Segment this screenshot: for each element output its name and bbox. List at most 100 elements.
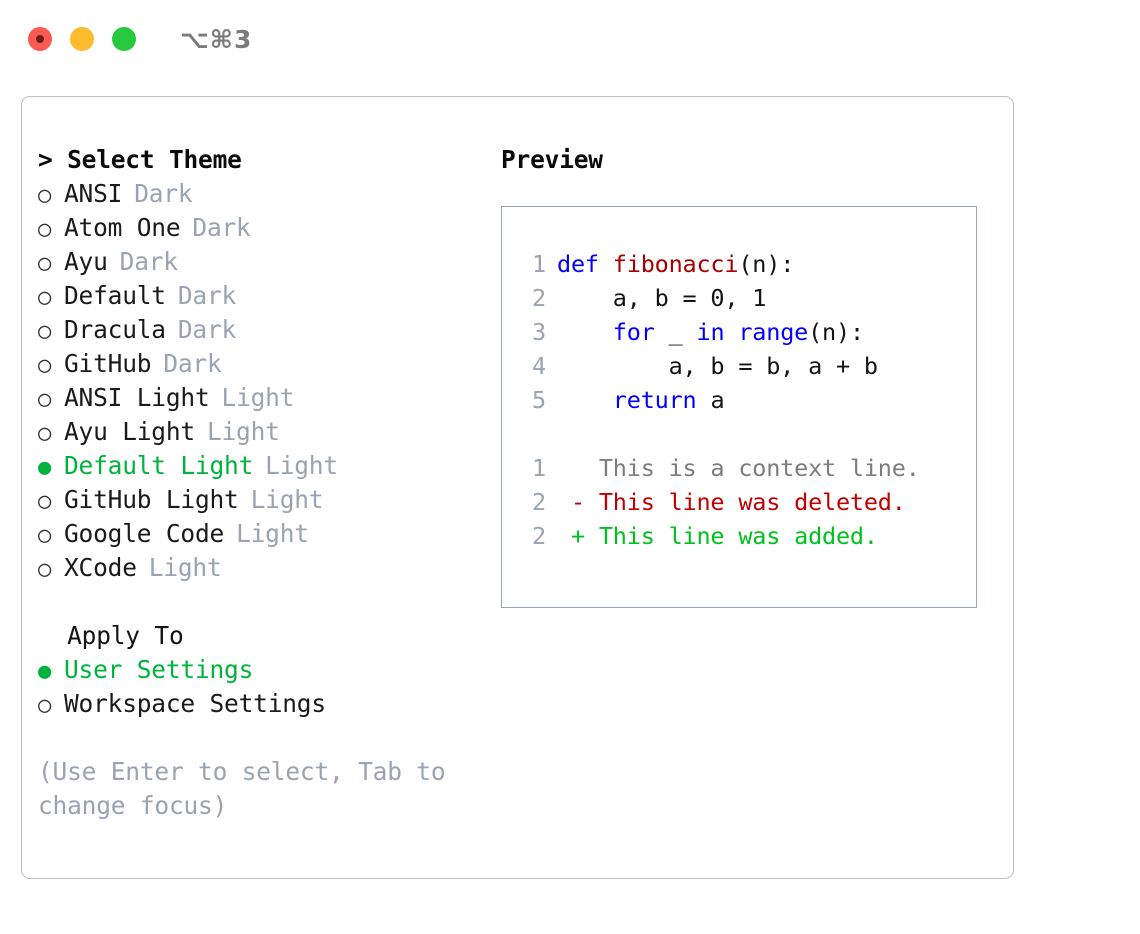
theme-variant-badge: Dark	[163, 349, 222, 378]
minimize-button[interactable]	[70, 27, 94, 51]
preview-title: Preview	[501, 145, 603, 174]
row-label: GitHub Light	[64, 485, 239, 514]
keyboard-hint-text: (Use Enter to select, Tab to change focu…	[38, 757, 446, 820]
row-label: Dracula	[64, 315, 166, 344]
list-spacer	[38, 585, 488, 619]
line-number: 3	[532, 318, 546, 346]
code-token: (n):	[738, 250, 795, 278]
code-token: a, b = b, a + b	[557, 352, 878, 380]
radio-unselected-icon: ○	[38, 217, 52, 242]
theme-variant-badge: Light	[148, 553, 222, 582]
radio-unselected-icon: ○	[38, 353, 52, 378]
radio-selected-icon: ●	[38, 659, 52, 684]
window-controls	[28, 27, 136, 51]
radio-unselected-icon: ○	[38, 557, 52, 582]
row-label: Atom One	[64, 213, 181, 242]
theme-list-item[interactable]: ○ Default Dark	[38, 279, 488, 313]
code-token: _	[654, 318, 697, 346]
diff-sample: 1 This is a context line. 2 - This line w…	[516, 451, 976, 553]
code-token: in range	[696, 318, 809, 346]
radio-selected-icon: ●	[38, 455, 52, 480]
row-label: Google Code	[64, 519, 225, 548]
theme-list-item[interactable]: ○ Atom One Dark	[38, 211, 488, 245]
line-number: 2	[532, 522, 546, 550]
line-number: 2	[532, 284, 546, 312]
line-number: 2	[532, 488, 546, 516]
row-label: GitHub	[64, 349, 152, 378]
radio-unselected-icon: ○	[38, 523, 52, 548]
code-line: 3 for _ in range(n):	[516, 315, 976, 349]
code-token: (n):	[808, 318, 864, 346]
radio-unselected-icon: ○	[38, 693, 52, 718]
code-token: a, b = 0, 1	[557, 284, 767, 312]
theme-variant-badge: Light	[206, 417, 280, 446]
window-titlebar: ⌥⌘3	[0, 0, 1140, 78]
code-token: This is a context line.	[557, 454, 920, 482]
code-line: 2 + This line was added.	[516, 519, 976, 553]
code-token: return	[612, 386, 697, 414]
theme-variant-badge: Light	[250, 485, 324, 514]
row-label: XCode	[64, 553, 137, 582]
code-line: 2 - This line was deleted.	[516, 485, 976, 519]
select-theme-header: > Select Theme	[38, 145, 242, 174]
radio-unselected-icon: ○	[38, 421, 52, 446]
code-token: for	[612, 318, 655, 346]
line-number: 1	[532, 454, 546, 482]
line-number: 4	[532, 352, 546, 380]
theme-variant-badge: Dark	[192, 213, 251, 242]
row-label: Ayu	[64, 247, 108, 276]
theme-variant-badge: Light	[221, 383, 295, 412]
row-label: Ayu Light	[64, 417, 195, 446]
code-token: fibonacci	[612, 250, 739, 278]
code-token: a	[696, 386, 725, 414]
radio-unselected-icon: ○	[38, 489, 52, 514]
radio-unselected-icon: ○	[38, 183, 52, 208]
theme-variant-badge: Dark	[177, 315, 237, 344]
line-number: 5	[532, 386, 546, 414]
code-line: 5 return a	[516, 383, 976, 417]
theme-list-item[interactable]: ○ Ayu Light Light	[38, 415, 488, 449]
theme-variant-badge: Dark	[134, 179, 193, 208]
theme-list-item[interactable]: ○ Google Code Light	[38, 517, 488, 551]
theme-list-item[interactable]: ○ XCode Light	[38, 551, 488, 585]
code-line: 4 a, b = b, a + b	[516, 349, 976, 383]
row-label: ANSI Light	[64, 383, 210, 412]
maximize-button[interactable]	[112, 27, 136, 51]
radio-unselected-icon: ○	[38, 251, 52, 276]
theme-list-item[interactable]: ● Default Light Light	[38, 449, 488, 483]
theme-variant-badge: Light	[236, 519, 309, 548]
code-line: 2 a, b = 0, 1	[516, 281, 976, 315]
theme-variant-badge: Dark	[177, 281, 237, 310]
line-number: 1	[532, 250, 546, 278]
close-button[interactable]	[28, 27, 52, 51]
code-token	[557, 315, 613, 349]
row-label: ANSI	[64, 179, 123, 208]
theme-variant-badge: Dark	[119, 247, 178, 276]
code-token	[557, 383, 613, 417]
radio-unselected-icon: ○	[38, 285, 52, 310]
apply-to-header: Apply To	[38, 621, 184, 650]
code-token: + This line was added.	[557, 522, 878, 550]
apply-to-item[interactable]: ● User Settings	[38, 653, 488, 687]
theme-list-item[interactable]: ○ ANSI Dark	[38, 177, 488, 211]
code-token: - This line was deleted.	[557, 488, 906, 516]
theme-list-item[interactable]: ○ Ayu Dark	[38, 245, 488, 279]
theme-variant-badge: Light	[265, 451, 338, 480]
theme-list-item[interactable]: ○ GitHub Dark	[38, 347, 488, 381]
row-label: User Settings	[64, 655, 254, 684]
row-label: Workspace Settings	[64, 689, 326, 718]
theme-list-item[interactable]: ○ GitHub Light Light	[38, 483, 488, 517]
row-label: Default Light	[64, 451, 254, 480]
apply-to-item[interactable]: ○ Workspace Settings	[38, 687, 488, 721]
code-diff-gap	[516, 417, 976, 451]
apply-to-list[interactable]: ● User Settings ○ Workspace Settings	[38, 653, 488, 721]
row-label: Default	[64, 281, 166, 310]
keyboard-shortcut-label: ⌥⌘3	[180, 24, 253, 54]
